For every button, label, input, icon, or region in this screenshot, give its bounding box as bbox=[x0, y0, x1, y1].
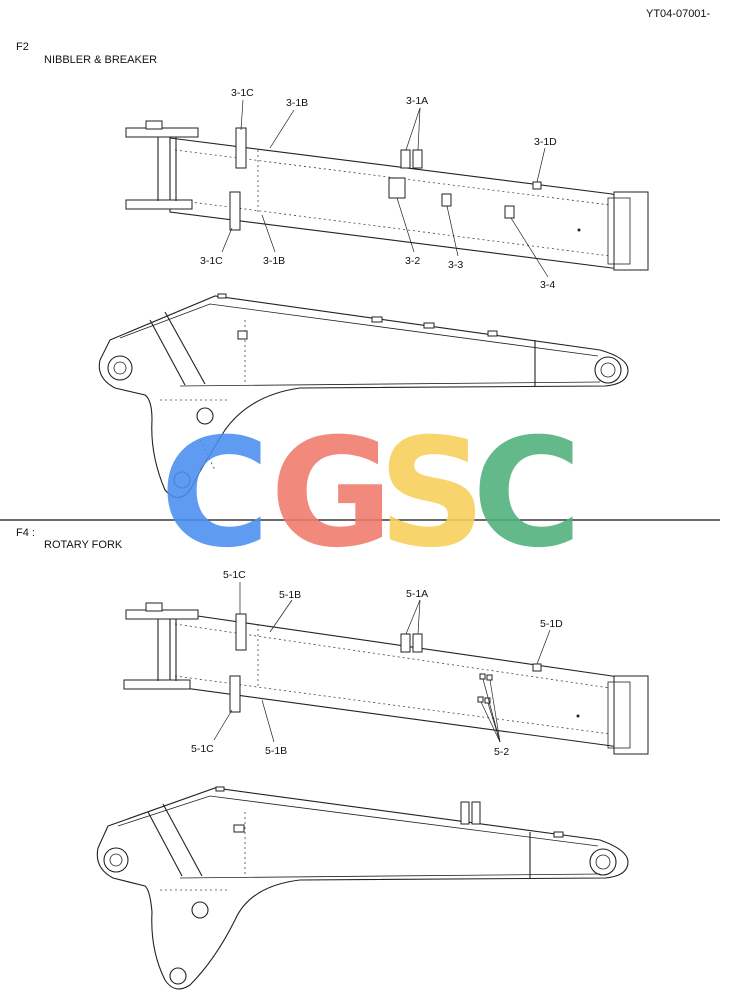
part-3-3 bbox=[441, 193, 452, 207]
arm-top-view-f2 bbox=[125, 120, 649, 271]
part-3-1D bbox=[532, 181, 542, 190]
watermark-letter-g: G bbox=[270, 407, 393, 581]
part-3-1A-a bbox=[400, 149, 411, 169]
label-3-1B-bottom: 3-1B bbox=[263, 255, 285, 267]
label-3-2: 3-2 bbox=[405, 255, 420, 267]
document-code: YT04-07001- bbox=[646, 8, 711, 20]
label-5-1B-top: 5-1B bbox=[279, 589, 301, 601]
part-3-4 bbox=[504, 205, 515, 219]
section-f4: F4 : ROTARY FORK bbox=[16, 527, 649, 990]
section-f2-title: NIBBLER & BREAKER bbox=[44, 54, 157, 66]
section-f2: F2 NIBBLER & BREAKER bbox=[16, 41, 649, 499]
part-5-2-a bbox=[479, 673, 486, 680]
label-5-2: 5-2 bbox=[494, 746, 509, 758]
watermark-letter-c2: C bbox=[472, 407, 582, 581]
label-5-1C-bottom: 5-1C bbox=[191, 743, 214, 755]
watermark-letter-s: S bbox=[378, 407, 486, 581]
part-5-2-c bbox=[477, 696, 484, 703]
label-5-1C-top: 5-1C bbox=[223, 569, 246, 581]
part-5-1D bbox=[532, 663, 542, 672]
label-3-4: 3-4 bbox=[540, 279, 555, 291]
label-3-1C-top: 3-1C bbox=[231, 87, 254, 99]
part-5-2-d bbox=[484, 697, 491, 704]
arm-side-view-f2 bbox=[98, 293, 629, 499]
part-5-2-b bbox=[486, 674, 493, 681]
label-3-3: 3-3 bbox=[448, 259, 463, 271]
label-5-1D: 5-1D bbox=[540, 618, 563, 630]
part-5-1C-upper bbox=[235, 613, 247, 651]
label-5-1A: 5-1A bbox=[406, 588, 428, 600]
part-3-1A-b bbox=[412, 149, 423, 169]
arm-top-view-f4 bbox=[123, 602, 649, 755]
part-3-1C-upper bbox=[235, 127, 247, 169]
label-5-1B-bottom: 5-1B bbox=[265, 745, 287, 757]
watermark-letter-c1: C bbox=[160, 407, 270, 581]
part-5-1A-b bbox=[412, 633, 423, 653]
label-3-1D: 3-1D bbox=[534, 136, 557, 148]
part-3-1C-lower bbox=[229, 191, 241, 231]
part-3-2 bbox=[388, 177, 406, 199]
arm-side-view-f4 bbox=[96, 786, 629, 990]
label-3-1C-bottom: 3-1C bbox=[200, 255, 223, 267]
section-f4-title: ROTARY FORK bbox=[44, 539, 123, 551]
label-3-1A: 3-1A bbox=[406, 95, 428, 107]
section-f2-id: F2 bbox=[16, 41, 29, 53]
section-f4-id: F4 : bbox=[16, 527, 35, 539]
label-3-1B-top: 3-1B bbox=[286, 97, 308, 109]
part-5-1C-lower bbox=[229, 675, 241, 713]
part-5-1A-a bbox=[400, 633, 411, 653]
leaders-f4 bbox=[213, 582, 551, 743]
watermark-cgsc: C G S C bbox=[160, 407, 582, 581]
leaders-f2 bbox=[221, 99, 549, 278]
